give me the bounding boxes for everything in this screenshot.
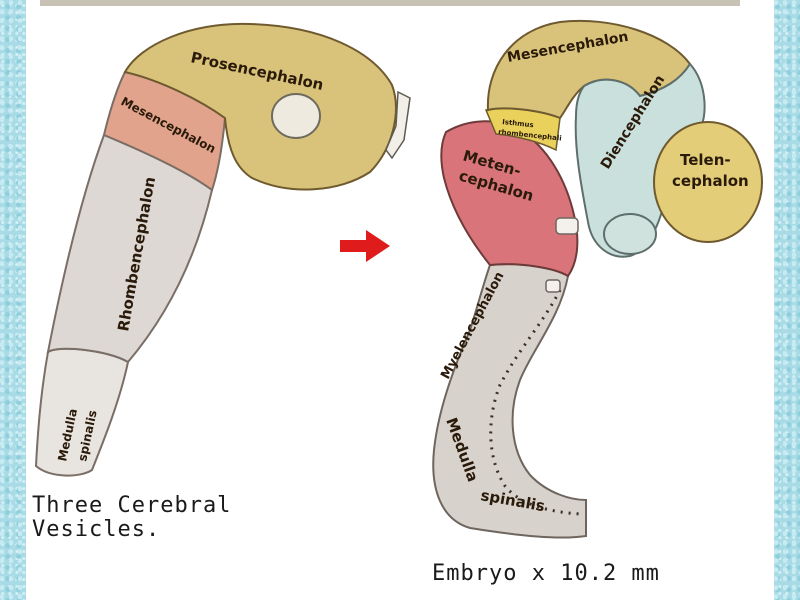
nerve-stub-2 <box>545 279 561 293</box>
label-right-telen-cephalon: cephalon <box>672 172 749 190</box>
top-edge-remnant <box>40 0 740 6</box>
caption-three-cerebral-vesicles: Three Cerebral Vesicles. <box>32 493 232 542</box>
label-right-isthmus: Isthmus <box>502 118 534 129</box>
right-telencephalon <box>653 121 763 243</box>
left-prosencephalon <box>123 22 397 191</box>
arrow-icon <box>340 230 390 262</box>
right-spinal-tube <box>432 263 587 539</box>
right-specimen: Mesencephalon Diencephalon Telen- cephal… <box>432 19 763 539</box>
label-right-telen: Telen- <box>680 151 731 169</box>
left-tissue-flap <box>385 90 411 160</box>
caption-embryo-size: Embryo x 10.2 mm <box>432 561 660 586</box>
left-specimen: Prosencephalon Mesencephalon Rhombenceph… <box>34 22 411 477</box>
right-optic-bulb <box>603 213 657 255</box>
left-optic-knob <box>271 93 321 139</box>
nerve-stub-1 <box>555 217 579 235</box>
